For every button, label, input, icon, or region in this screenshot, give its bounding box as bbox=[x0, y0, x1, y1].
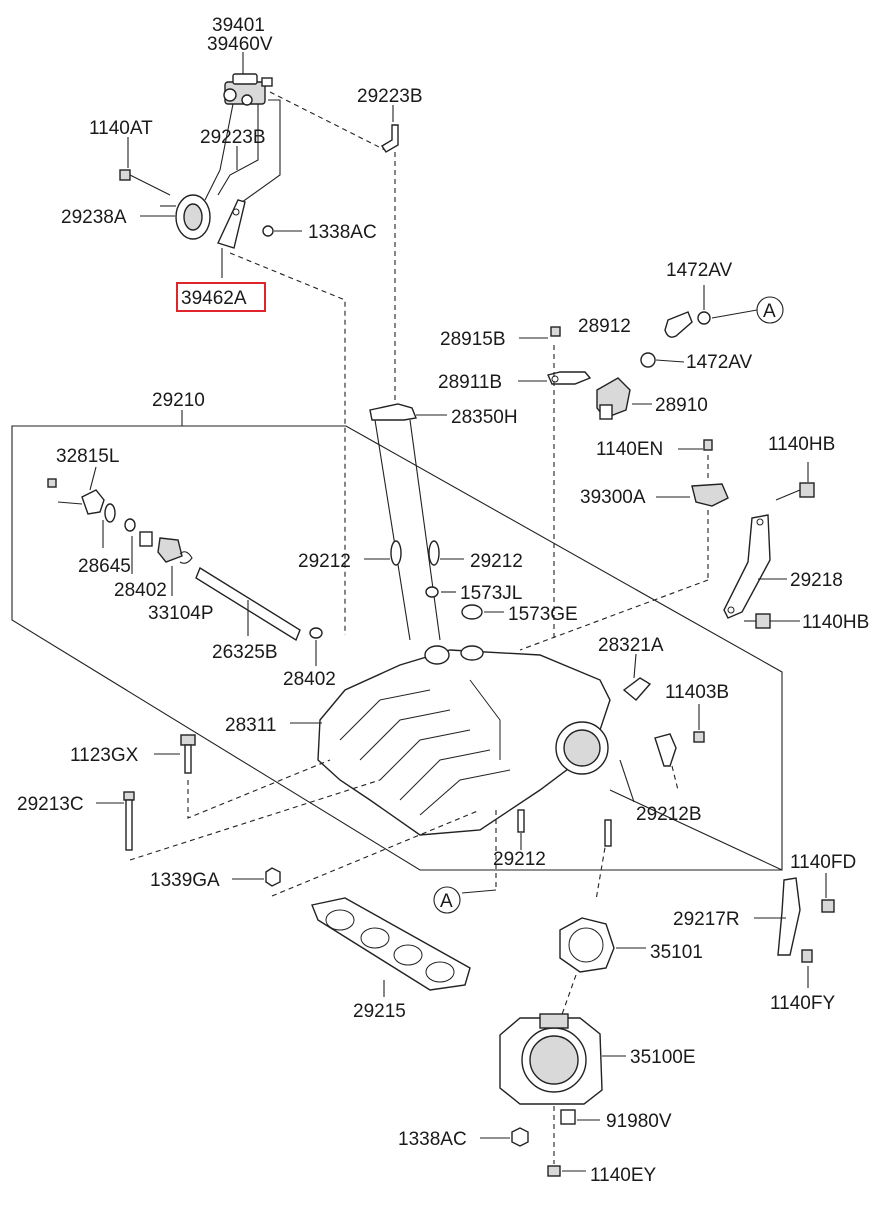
reference-marks bbox=[433, 296, 784, 914]
label-29210[interactable]: 29210 bbox=[152, 390, 205, 411]
solenoid-valve-assembly bbox=[119, 73, 399, 635]
label-1338ac-bottom[interactable]: 1338AC bbox=[398, 1129, 467, 1150]
label-29213c[interactable]: 29213C bbox=[17, 794, 84, 815]
label-29212b[interactable]: 29212B bbox=[636, 804, 702, 825]
label-29238a[interactable]: 29238A bbox=[61, 207, 127, 228]
label-29212-right[interactable]: 29212 bbox=[470, 551, 523, 572]
label-1140en[interactable]: 1140EN bbox=[596, 439, 663, 460]
intake-manifold-assembly-frame bbox=[11, 403, 783, 871]
manifold-gasket bbox=[311, 897, 471, 997]
manifold-stay-bracket bbox=[723, 462, 815, 629]
ref-a-bottom: A bbox=[440, 891, 453, 912]
label-1140fy[interactable]: 1140FY bbox=[770, 993, 835, 1014]
label-35100e[interactable]: 35100E bbox=[630, 1047, 696, 1068]
label-29223b-upper[interactable]: 29223B bbox=[357, 86, 423, 107]
label-28912[interactable]: 28912 bbox=[578, 316, 631, 337]
label-1140hb-bottom[interactable]: 1140HB bbox=[802, 612, 869, 633]
throttle-bracket bbox=[609, 789, 835, 988]
label-29212-left[interactable]: 29212 bbox=[298, 551, 351, 572]
label-1573jl[interactable]: 1573JL bbox=[460, 583, 522, 604]
part-labels: 39401 39460V 29223B 29223B 1140AT 29238A… bbox=[17, 15, 869, 1186]
label-1123gx[interactable]: 1123GX bbox=[70, 745, 139, 766]
map-sensor-assembly bbox=[518, 285, 758, 651]
label-29215[interactable]: 29215 bbox=[353, 1001, 406, 1022]
label-1338ac-top[interactable]: 1338AC bbox=[308, 222, 377, 243]
label-33104p[interactable]: 33104P bbox=[148, 603, 214, 624]
throttle-body-assembly bbox=[480, 819, 646, 1177]
label-28911b[interactable]: 28911B bbox=[438, 372, 502, 393]
label-91980v[interactable]: 91980V bbox=[606, 1111, 672, 1132]
label-1140at[interactable]: 1140AT bbox=[89, 118, 153, 139]
label-1140ey[interactable]: 1140EY bbox=[590, 1165, 657, 1186]
intake-manifold-body bbox=[290, 540, 611, 836]
label-1339ga[interactable]: 1339GA bbox=[150, 870, 220, 891]
temperature-sensor-group bbox=[619, 653, 705, 803]
label-29223b-lower[interactable]: 29223B bbox=[200, 127, 266, 148]
label-26325b[interactable]: 26325B bbox=[212, 642, 278, 663]
label-1573ge[interactable]: 1573GE bbox=[508, 604, 578, 625]
label-28402-lower[interactable]: 28402 bbox=[283, 669, 336, 690]
leader-lines-top bbox=[127, 52, 394, 278]
label-1140fd[interactable]: 1140FD bbox=[790, 852, 856, 873]
label-39462a[interactable]: 39462A bbox=[181, 288, 247, 309]
label-1472av-top[interactable]: 1472AV bbox=[666, 260, 733, 281]
label-28645[interactable]: 28645 bbox=[78, 556, 131, 577]
label-28915b[interactable]: 28915B bbox=[440, 329, 506, 350]
label-29217r[interactable]: 29217R bbox=[673, 909, 740, 930]
label-39460v[interactable]: 39460V bbox=[207, 34, 273, 55]
highlight-box-39462a bbox=[176, 282, 266, 312]
pcv-rod-assembly bbox=[47, 466, 323, 666]
label-29218[interactable]: 29218 bbox=[790, 570, 843, 591]
label-32815l[interactable]: 32815L bbox=[56, 446, 119, 467]
label-35101[interactable]: 35101 bbox=[650, 942, 703, 963]
label-39300a[interactable]: 39300A bbox=[580, 487, 646, 508]
label-29212-bottom[interactable]: 29212 bbox=[493, 849, 546, 870]
label-28311[interactable]: 28311 bbox=[225, 715, 276, 736]
label-11403b[interactable]: 11403B bbox=[665, 682, 729, 703]
label-28910[interactable]: 28910 bbox=[655, 395, 708, 416]
label-28350h[interactable]: 28350H bbox=[451, 407, 518, 428]
label-1140hb-top[interactable]: 1140HB bbox=[768, 434, 835, 455]
label-28321a[interactable]: 28321A bbox=[598, 635, 664, 656]
label-39401[interactable]: 39401 bbox=[212, 15, 265, 36]
label-1472av-mid[interactable]: 1472AV bbox=[686, 352, 753, 373]
manifold-fasteners bbox=[96, 734, 525, 897]
label-28402-upper[interactable]: 28402 bbox=[114, 580, 167, 601]
ref-a-top: A bbox=[763, 301, 776, 322]
